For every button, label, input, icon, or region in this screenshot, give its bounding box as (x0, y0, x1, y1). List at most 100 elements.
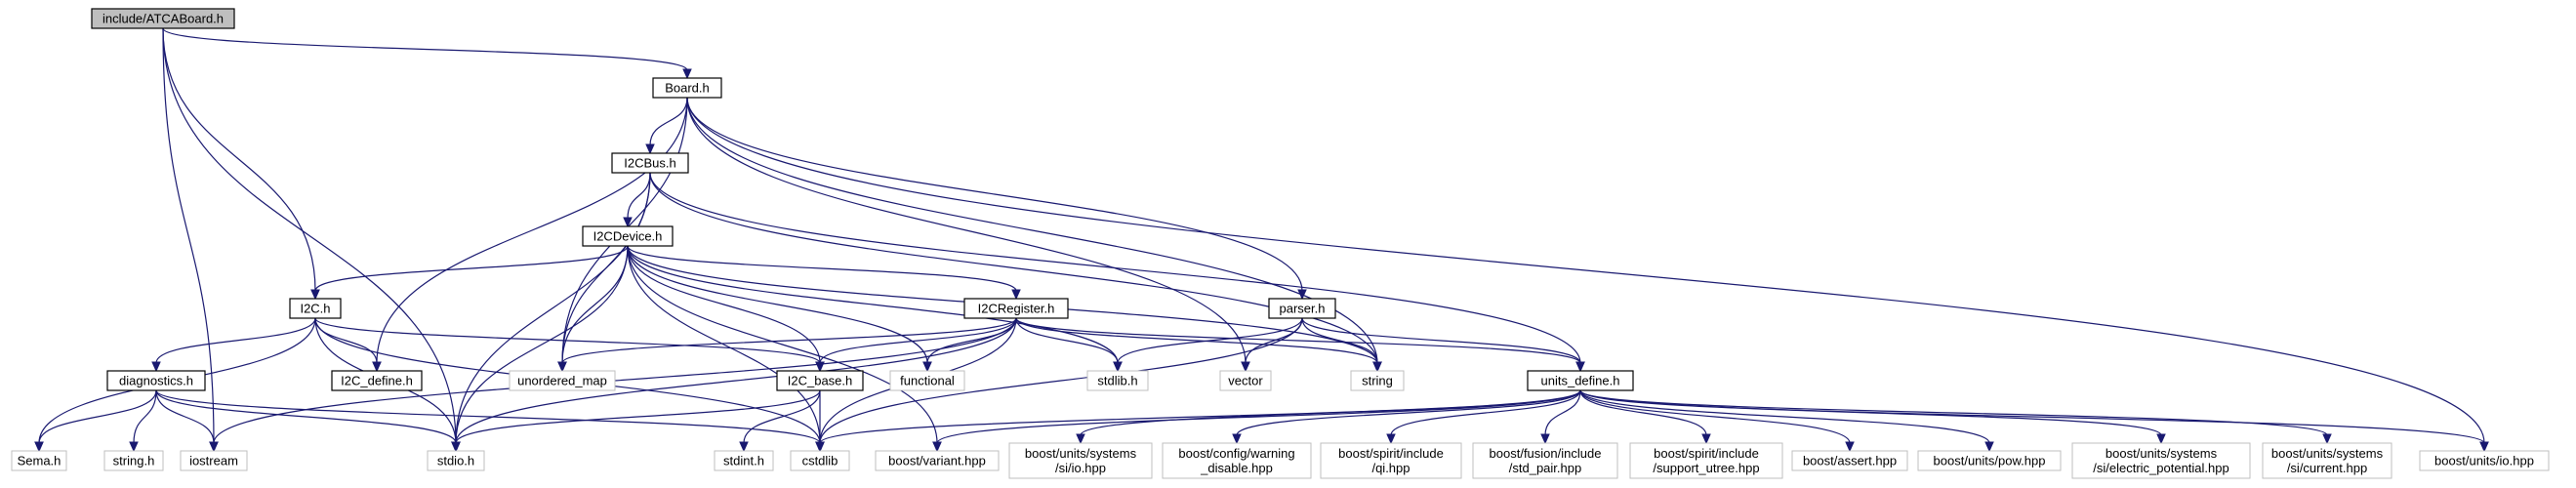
node-pow: boost/units/pow.hpp (1917, 450, 2062, 471)
edge-arrowhead (451, 441, 461, 453)
node-label: diagnostics.h (119, 374, 193, 388)
node-box (1162, 442, 1312, 479)
edge-line (686, 97, 1247, 364)
edge-board-to-parser (686, 97, 1307, 301)
edge-unitsdefine-to-unitsio (1579, 389, 2489, 453)
node-label: include/ATCABoard.h (102, 12, 224, 26)
node-box (875, 450, 1000, 471)
edge-line (1301, 317, 1581, 364)
node-i2c[interactable]: I2C.h (289, 298, 342, 319)
node-box (106, 370, 206, 391)
edge-arrowhead (2322, 433, 2332, 445)
node-atca[interactable]: include/ATCABoard.h (91, 8, 235, 29)
edge-diagnostics-to-stringh (129, 389, 157, 453)
edge-unitsdefine-to-assert (1579, 389, 1855, 453)
node-board[interactable]: Board.h (652, 77, 722, 99)
node-label: boost/fusion/include (1490, 446, 1602, 461)
edge-line (627, 245, 938, 444)
node-label: I2CBus.h (624, 156, 675, 171)
node-unitsio: boost/units/io.hpp (2419, 450, 2550, 471)
edge-line (1390, 389, 1581, 436)
node-label: boost/units/pow.hpp (1934, 454, 2046, 468)
node-label: /si/electric_potential.hpp (2093, 461, 2228, 475)
edge-line (155, 389, 457, 444)
node-box (1268, 298, 1336, 319)
edge-i2cdevice-to-i2cbase (627, 245, 825, 373)
edge-line (314, 245, 629, 292)
edge-unitsdefine-to-unitsio_si (1076, 389, 1581, 445)
edge-parser-to-unitsdefine (1301, 317, 1585, 373)
edge-line (455, 245, 629, 444)
node-stdpair: boost/fusion/include/std_pair.hpp (1472, 442, 1618, 479)
edge-diagnostics-to-iostream (155, 389, 219, 453)
node-i2cdefine[interactable]: I2C_define.h (331, 370, 423, 391)
node-label: /si/current.hpp (2287, 461, 2367, 475)
edge-line (936, 389, 1581, 444)
node-unordered_map: unordered_map (509, 370, 616, 391)
edge-arrowhead (739, 441, 749, 453)
edge-arrowhead (209, 441, 219, 453)
node-box (289, 298, 342, 319)
node-i2cregister[interactable]: I2CRegister.h (963, 298, 1069, 319)
edge-board-to-vector (686, 97, 1250, 373)
node-parser[interactable]: parser.h (1268, 298, 1336, 319)
edge-unitsdefine-to-variant (932, 389, 1581, 453)
edge-line (1579, 389, 2328, 436)
node-functional: functional (889, 370, 965, 391)
node-sema: Sema.h (11, 450, 67, 471)
node-box (1629, 442, 1783, 479)
edge-line (155, 317, 316, 364)
node-label: Sema.h (18, 454, 61, 468)
node-box (889, 370, 965, 391)
edge-line (1015, 317, 1378, 364)
edge-arrowhead (1845, 441, 1855, 453)
edge-line (1579, 389, 2485, 444)
node-label: stdio.h (437, 454, 474, 468)
node-box (1219, 370, 1272, 391)
edge-line (627, 172, 651, 220)
node-label: /qi.hpp (1371, 461, 1410, 475)
edge-line (455, 172, 651, 444)
node-label: /support_utree.hpp (1653, 461, 1759, 475)
node-i2cdevice[interactable]: I2CDevice.h (582, 225, 674, 247)
edge-line (455, 317, 1017, 444)
node-label: _disable.hpp (1200, 461, 1273, 475)
node-stringh: string.h (103, 450, 164, 471)
node-label: string (1362, 374, 1393, 388)
edge-arrowhead (1540, 433, 1550, 445)
node-i2cbase[interactable]: I2C_base.h (776, 370, 864, 391)
node-box (963, 298, 1069, 319)
node-label: boost/spirit/include (1338, 446, 1444, 461)
edge-i2cdevice-to-variant (627, 245, 942, 453)
edge-unitsdefine-to-qi (1386, 389, 1581, 445)
node-diagnostics[interactable]: diagnostics.h (106, 370, 206, 391)
node-label: stdint.h (723, 454, 764, 468)
edge-line (1301, 317, 1378, 364)
edge-line (627, 245, 1017, 292)
edge-arrowhead (1575, 361, 1585, 373)
node-label: boost/variant.hpp (888, 454, 986, 468)
node-unitsdefine[interactable]: units_define.h (1527, 370, 1634, 391)
node-label: functional (900, 374, 955, 388)
edge-line (686, 97, 1378, 364)
node-label: Board.h (665, 81, 710, 96)
node-box (1350, 370, 1405, 391)
edge-diagnostics-to-cstdlib (155, 389, 825, 453)
node-i2cbus[interactable]: I2CBus.h (611, 152, 689, 174)
node-box (331, 370, 423, 391)
node-label: boost/units/systems (1025, 446, 1137, 461)
node-box (11, 450, 67, 471)
node-qi: boost/spirit/include/qi.hpp (1320, 442, 1462, 479)
node-box (180, 450, 248, 471)
node-utree: boost/spirit/include/support_utree.hpp (1629, 442, 1783, 479)
edge-line (1579, 389, 1990, 444)
edge-line (455, 389, 821, 444)
edge-line (155, 389, 215, 444)
node-assert: boost/assert.hpp (1791, 450, 1908, 471)
edge-arrowhead (623, 217, 633, 228)
edge-line (649, 97, 688, 146)
node-box (2262, 442, 2392, 479)
edge-line (627, 245, 821, 444)
node-box (1008, 442, 1153, 479)
